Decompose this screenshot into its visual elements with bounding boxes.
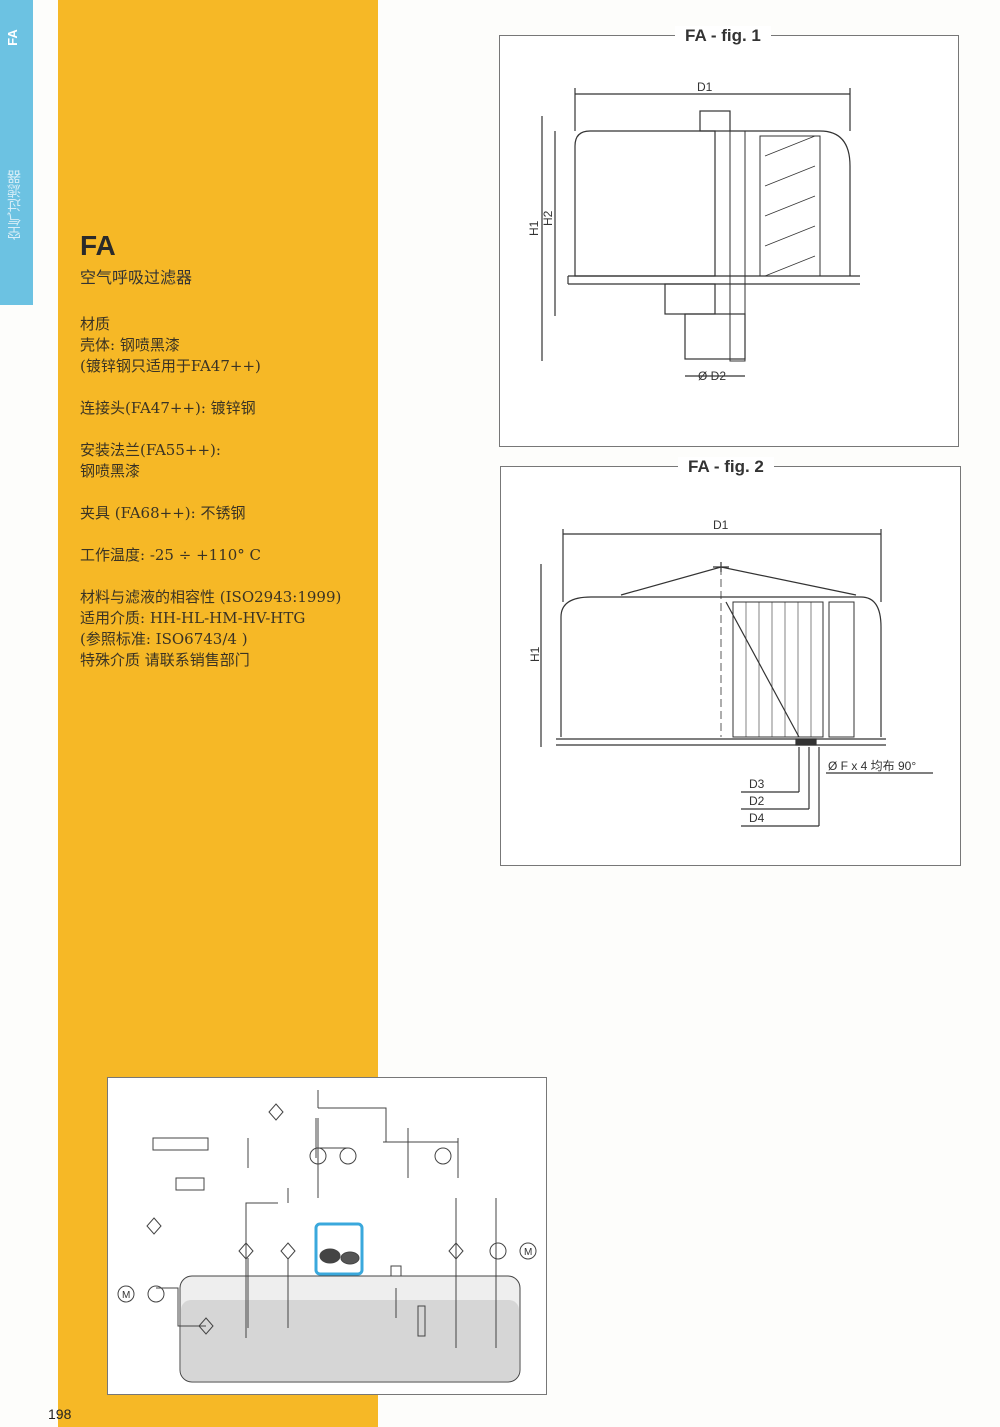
side-tab-category: 空气过滤器	[7, 170, 23, 240]
fig1-d2: Ø D2	[698, 369, 726, 383]
spec-clamp: 夹具 (FA68++): 不锈钢	[80, 504, 246, 522]
side-tab-code: FA	[4, 29, 20, 46]
fig2-h1: H1	[528, 646, 542, 662]
fig1-h1: H1	[527, 220, 541, 236]
fig2-d1: D1	[713, 518, 729, 532]
spec-flange: 安装法兰(FA55++):钢喷黑漆	[80, 441, 221, 480]
page-number: 198	[48, 1406, 72, 1422]
product-code: FA	[80, 230, 116, 261]
fig1-h2: H2	[541, 210, 555, 226]
product-name: 空气呼吸过滤器	[80, 268, 193, 287]
fig1-title: FA - fig. 1	[675, 26, 771, 46]
spec-temperature: 工作温度: -25 ÷ +110° C	[80, 546, 262, 564]
fig1-panel: FA - fig. 1 D1 H1 H2 Ø D2	[499, 26, 959, 447]
fig2-d4: D4	[749, 811, 765, 825]
fig2-drawing: D1 H1 Ø F x 4 均布 90° D3 D2 D4	[528, 518, 933, 827]
spec-material: 材质壳体: 钢喷黑漆(镀锌钢只适用于FA47++)	[80, 315, 261, 375]
hydraulic-schematic: M M	[117, 1090, 537, 1383]
hydraulic-schematic-panel: M M	[107, 1077, 547, 1395]
fig2-title: FA - fig. 2	[678, 457, 774, 477]
spec-compatibility: 材料与滤液的相容性 (ISO2943:1999)适用介质: HH-HL-HM-H…	[80, 588, 342, 669]
spec-connector: 连接头(FA47++): 镀锌钢	[80, 399, 256, 417]
fig1-drawing: D1 H1 H2 Ø D2	[527, 80, 860, 383]
spec-list: 材质壳体: 钢喷黑漆(镀锌钢只适用于FA47++) 连接头(FA47++): 镀…	[80, 314, 341, 692]
motor-1	[117, 1285, 135, 1303]
svg-text:M: M	[524, 1247, 532, 1258]
fig2-f: Ø F x 4 均布 90°	[828, 759, 916, 773]
side-tab[interactable]: FA 空气过滤器	[0, 0, 33, 305]
fig2-panel: FA - fig. 2 D1 H1 Ø F x 4 均布 90° D3 D2 D…	[500, 457, 961, 866]
fig2-d3: D3	[749, 777, 765, 791]
motor-2	[519, 1242, 537, 1260]
svg-text:M: M	[122, 1290, 130, 1301]
fig1-d1: D1	[697, 80, 713, 94]
fig2-d2: D2	[749, 794, 765, 808]
filter-highlight	[314, 1222, 364, 1276]
